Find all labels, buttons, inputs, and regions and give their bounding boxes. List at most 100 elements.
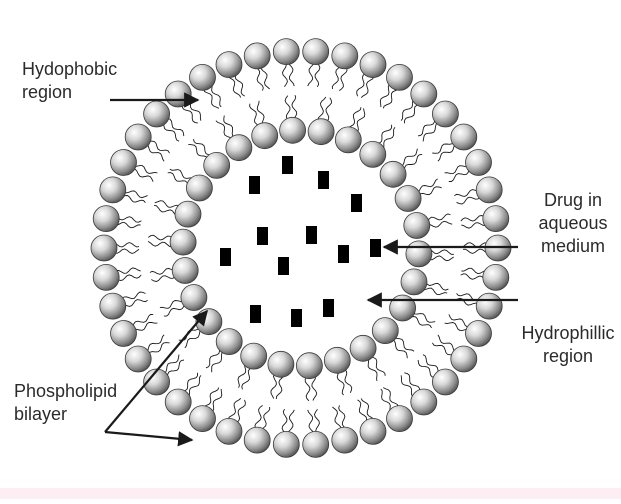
outer-lipid-head	[387, 64, 413, 90]
outer-lipid-tail	[404, 373, 419, 392]
outer-lipid-tail	[288, 62, 294, 86]
outer-lipid-tail	[308, 62, 314, 86]
inner-lipid-tail	[371, 357, 386, 376]
inner-lipid-tail	[148, 235, 172, 240]
drug-square	[278, 257, 289, 275]
outer-lipid-tail	[339, 405, 347, 428]
inner-lipid-head	[406, 241, 432, 267]
outer-lipid-head	[466, 150, 492, 176]
inner-lipid-head	[372, 318, 398, 344]
hydrophobic-region-label: Hydophobic region	[22, 58, 117, 104]
outer-lipid-head	[125, 124, 151, 150]
outer-lipid-head	[165, 81, 191, 107]
outer-lipid-head	[165, 389, 191, 415]
outer-lipid-tail	[432, 343, 453, 355]
outer-lipid-tail	[401, 375, 413, 396]
inner-lipid-tail	[155, 201, 179, 208]
inner-lipid-head	[226, 135, 252, 161]
outer-lipid-tail	[463, 249, 487, 253]
inner-lipid-tail	[148, 241, 172, 247]
outer-lipid-tail	[124, 191, 148, 198]
inner-lipid-tail	[160, 301, 184, 309]
inner-lipid-tail	[318, 97, 326, 120]
inner-lipid-tail	[418, 179, 438, 193]
outer-lipid-head	[387, 406, 413, 432]
outer-lipid-head	[360, 418, 386, 444]
outer-lipid-tail	[133, 314, 154, 326]
inner-lipid-tail	[419, 187, 442, 196]
outer-lipid-head	[411, 81, 437, 107]
inner-lipid-head	[170, 229, 196, 255]
outer-lipid-tail	[134, 322, 158, 330]
outer-lipid-tail	[332, 66, 340, 89]
outer-lipid-tail	[115, 243, 139, 247]
outer-lipid-head	[216, 52, 242, 78]
bottom-band	[0, 488, 621, 499]
inner-lipid-tail	[428, 221, 452, 227]
outer-lipid-head	[466, 321, 492, 347]
inner-lipid-head	[335, 127, 361, 153]
inner-lipid-head	[196, 309, 222, 335]
outer-lipid-tail	[256, 68, 263, 91]
outer-lipid-head	[216, 418, 242, 444]
outer-lipid-tail	[308, 410, 314, 434]
phospholipid-bilayer-label: Phospholipid bilayer	[14, 380, 117, 426]
outer-lipid-head	[476, 177, 502, 203]
outer-lipid-head	[451, 346, 477, 372]
inner-lipid-head	[241, 343, 267, 369]
outer-lipid-tail	[383, 388, 398, 407]
outer-lipid-tail	[432, 142, 453, 154]
inner-lipid-head	[252, 123, 278, 149]
drug-square	[249, 176, 260, 194]
inner-lipid-tail	[348, 107, 361, 128]
outer-lipid-tail	[212, 84, 222, 107]
outer-lipid-head	[190, 64, 216, 90]
inner-lipid-tail	[430, 249, 454, 254]
outer-lipid-head	[125, 346, 151, 372]
outer-lipid-tail	[423, 355, 439, 374]
inner-lipid-tail	[337, 371, 344, 395]
inner-lipid-head	[175, 201, 201, 227]
outer-lipid-tail	[449, 169, 470, 181]
outer-lipid-tail	[118, 275, 142, 281]
drug-square	[323, 299, 334, 317]
outer-lipid-tail	[133, 169, 154, 182]
inner-lipid-tail	[271, 374, 276, 398]
inner-lipid-head	[350, 335, 376, 361]
inner-lipid-head	[204, 152, 230, 178]
outer-lipid-tail	[461, 223, 485, 228]
inner-lipid-tail	[392, 340, 408, 359]
outer-lipid-tail	[449, 314, 470, 327]
drug-square	[250, 305, 261, 323]
outer-lipid-tail	[212, 389, 221, 412]
inner-lipid-head	[186, 175, 212, 201]
inner-lipid-head	[296, 353, 322, 379]
outer-lipid-head	[432, 369, 458, 395]
outer-lipid-tail	[461, 216, 485, 222]
outer-lipid-tail	[147, 335, 164, 352]
outer-lipid-tail	[461, 268, 485, 273]
outer-lipid-head	[411, 389, 437, 415]
outer-lipid-tail	[189, 375, 201, 396]
inner-lipid-tail	[357, 108, 365, 131]
outer-lipid-head	[100, 177, 126, 203]
drug-square	[306, 226, 317, 244]
outer-lipid-head	[91, 235, 117, 261]
inner-lipid-head	[360, 141, 386, 167]
outer-lipid-tail	[122, 196, 145, 203]
outer-lipid-tail	[445, 166, 469, 174]
outer-lipid-head	[476, 293, 502, 319]
outer-lipid-tail	[339, 68, 347, 91]
outer-lipid-tail	[182, 105, 198, 123]
outer-lipid-tail	[116, 268, 140, 273]
outer-lipid-tail	[418, 360, 435, 377]
inner-lipid-tail	[238, 364, 246, 388]
inner-lipid-tail	[427, 214, 450, 221]
outer-lipid-head	[144, 101, 170, 127]
drug-in-aqueous-medium-label: Drug in aqueous medium	[528, 189, 618, 258]
outer-lipid-tail	[204, 90, 219, 109]
inner-lipid-tail	[151, 276, 175, 282]
outer-lipid-tail	[457, 197, 481, 204]
inner-lipid-head	[324, 347, 350, 373]
outer-lipid-head	[93, 264, 119, 290]
